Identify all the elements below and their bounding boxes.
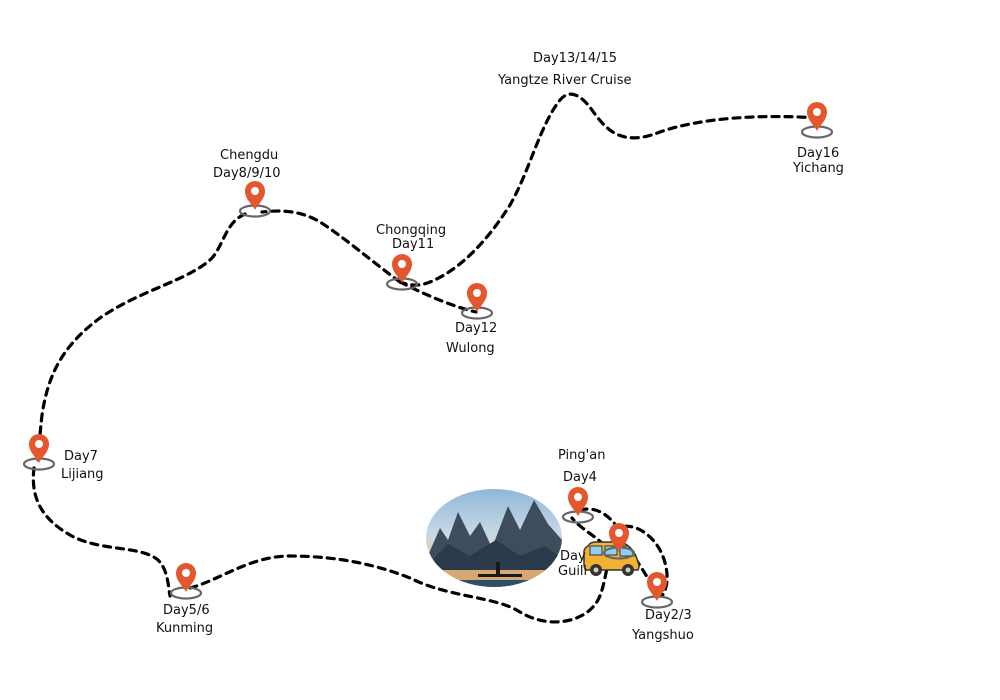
yangshuo-place-label: Yangshuo: [631, 628, 694, 643]
guilin-place-label: Guili: [558, 564, 587, 579]
yangshuo-map-pin-icon: [640, 572, 674, 609]
chengdu-map-pin-icon: [238, 181, 272, 218]
route-chongqing-chengdu: [260, 209, 402, 284]
chongqing-place-label: Chongqing: [376, 223, 446, 238]
lijiang-map-pin-icon: [22, 434, 56, 471]
route-lijiang-kunming: [31, 466, 172, 598]
karst-landscape-photo: [426, 489, 562, 587]
kunming-day-label: Day5/6: [163, 603, 210, 618]
chongqing-day-label: Day11: [392, 237, 434, 252]
route-lines: [31, 92, 820, 624]
yangshuo-day-label: Day2/3: [645, 608, 692, 623]
cruise-day-label: Day13/14/15: [533, 51, 617, 66]
kunming-map-pin-icon: [169, 563, 203, 600]
chengdu-day-label: Day8/9/10: [213, 166, 281, 181]
pingan-map-pin-icon: [561, 487, 595, 524]
route-yichang-cruise: [398, 92, 820, 287]
pingan-day-label: Day4: [563, 470, 597, 485]
route-pingan-yangshuo: [578, 507, 669, 598]
lijiang-day-label: Day7: [64, 449, 98, 464]
wulong-day-label: Day12: [455, 321, 497, 336]
wulong-map-pin-icon: [460, 283, 494, 320]
guilin-day-label: Day: [560, 549, 586, 564]
van-icon: [583, 541, 640, 576]
chengdu-place-label: Chengdu: [220, 148, 278, 163]
yichang-place-label: Yichang: [792, 161, 844, 176]
kunming-place-label: Kunming: [156, 621, 213, 636]
route-chongqing-wulong: [398, 280, 478, 314]
wulong-place-label: Wulong: [446, 341, 495, 356]
yichang-day-label: Day16: [797, 146, 839, 161]
cruise-place-label: Yangtze River Cruise: [497, 73, 632, 88]
guilin-map-pin-icon: [602, 523, 636, 560]
route-kunming-guilin: [188, 546, 616, 624]
yichang-map-pin-icon: [800, 102, 834, 139]
map-pins: [22, 102, 834, 609]
lijiang-place-label: Lijiang: [61, 467, 104, 482]
route-chengdu-lijiang: [36, 212, 247, 464]
pingan-place-label: Ping'an: [558, 448, 605, 463]
map-labels: Day2/3 Yangshuo Day Guili Ping'an Day4 D…: [61, 51, 844, 643]
chongqing-map-pin-icon: [385, 254, 419, 291]
